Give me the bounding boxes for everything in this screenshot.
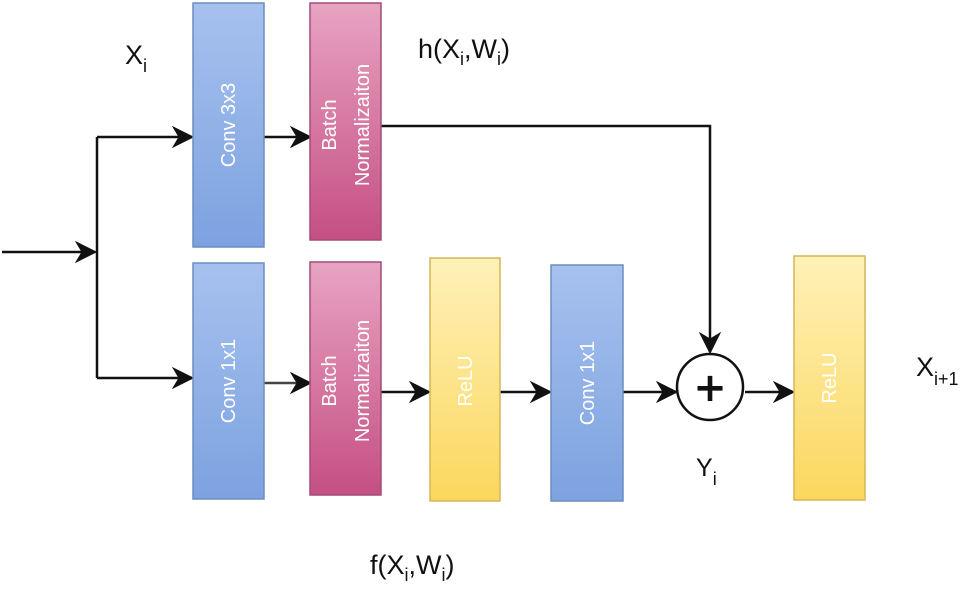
- shortcut-path-arrow: [381, 124, 722, 355]
- conv1x1-second-label: Conv 1x1: [577, 341, 599, 426]
- sum-plus-symbol: +: [693, 365, 727, 411]
- conv1x1-block-second: Conv 1x1: [550, 264, 624, 502]
- batch-norm-top-line1: Batch: [319, 99, 341, 150]
- sum-output-label: Yi: [696, 454, 717, 489]
- batch-norm-bottom-line2: Normalizaiton: [352, 320, 374, 442]
- batch-norm-top-line2: Normalizaiton: [352, 64, 374, 186]
- conv1x1-block-first: Conv 1x1: [192, 262, 265, 500]
- conv3x3-block: Conv 3x3: [192, 2, 265, 248]
- relu-output-label: ReLU: [819, 352, 841, 403]
- sum-node: +: [675, 352, 745, 422]
- h-function-label: h(Xi,Wi): [418, 34, 510, 69]
- conv3x3-label: Conv 3x3: [218, 83, 240, 168]
- relu-first-label: ReLU: [455, 355, 477, 406]
- input-label: Xi: [125, 40, 147, 76]
- f-function-label: f(Xi,Wi): [370, 550, 455, 585]
- batch-norm-block-bottom: Batch Normalizaiton: [309, 261, 382, 496]
- batch-norm-bottom-line1: Batch: [319, 355, 341, 406]
- output-label: Xi+1: [916, 352, 959, 389]
- conv1x1-first-label: Conv 1x1: [218, 339, 240, 424]
- relu-block-output: ReLU: [793, 255, 866, 501]
- batch-norm-block-top: Batch Normalizaiton: [309, 2, 382, 241]
- connectors: [2, 124, 796, 404]
- relu-block-first: ReLU: [429, 257, 501, 502]
